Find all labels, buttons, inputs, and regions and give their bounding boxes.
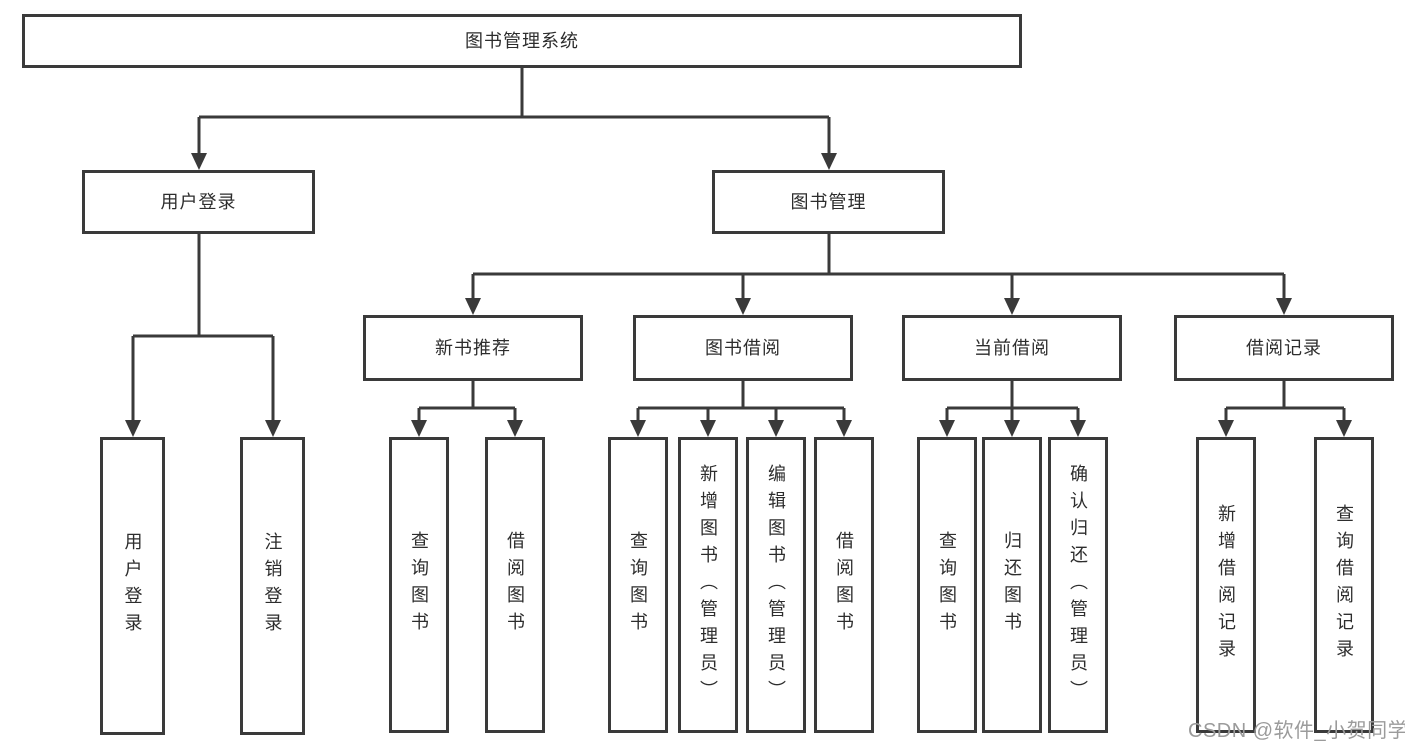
leaf-query-books-current: 查询图书 (917, 437, 977, 733)
node-label: 借阅图书 (834, 531, 854, 639)
node-book-borrowing: 图书借阅 (633, 315, 853, 381)
leaf-logout: 注销登录 (240, 437, 305, 735)
node-label: 用户登录 (122, 532, 143, 640)
node-label: 新增借阅记录 (1216, 504, 1236, 666)
node-label: 查询图书 (409, 531, 429, 639)
node-label: 新书推荐 (435, 338, 511, 358)
node-label: 查询图书 (937, 531, 957, 639)
leaf-edit-books-admin: 编辑图书（管理员） (746, 437, 806, 733)
csdn-watermark: CSDN @软件_小贺同学 (1188, 720, 1405, 742)
leaf-borrow-books-recommend: 借阅图书 (485, 437, 545, 733)
node-label: 借阅记录 (1246, 338, 1322, 358)
node-current-borrowing: 当前借阅 (902, 315, 1122, 381)
node-label: 图书管理 (790, 192, 867, 212)
node-label: 当前借阅 (974, 338, 1050, 358)
node-label: 注销登录 (262, 532, 283, 640)
leaf-query-books-borrowing: 查询图书 (608, 437, 668, 733)
leaf-query-borrow-record: 查询借阅记录 (1314, 437, 1374, 733)
node-label: 用户登录 (160, 192, 237, 212)
leaf-query-books-recommend: 查询图书 (389, 437, 449, 733)
node-library-management-system: 图书管理系统 (22, 14, 1022, 68)
node-label: 确认归还（管理员） (1068, 463, 1088, 707)
leaf-add-books-admin: 新增图书（管理员） (678, 437, 738, 733)
node-label: 图书借阅 (705, 338, 781, 358)
node-label: 编辑图书（管理员） (766, 463, 786, 707)
arrowhead-icons (125, 153, 1352, 437)
node-user-login: 用户登录 (82, 170, 315, 234)
leaf-confirm-return-admin: 确认归还（管理员） (1048, 437, 1108, 733)
node-label: 查询借阅记录 (1334, 504, 1354, 666)
node-label: 图书管理系统 (465, 31, 579, 51)
leaf-return-books: 归还图书 (982, 437, 1042, 733)
node-new-book-recommendation: 新书推荐 (363, 315, 583, 381)
leaf-borrow-books: 借阅图书 (814, 437, 874, 733)
node-book-management: 图书管理 (712, 170, 945, 234)
node-label: 新增图书（管理员） (698, 463, 718, 707)
node-label: 归还图书 (1002, 531, 1022, 639)
node-label: 借阅图书 (505, 531, 525, 639)
node-label: 查询图书 (628, 531, 648, 639)
node-borrowing-records: 借阅记录 (1174, 315, 1394, 381)
leaf-add-borrow-record: 新增借阅记录 (1196, 437, 1256, 733)
leaf-user-login: 用户登录 (100, 437, 165, 735)
